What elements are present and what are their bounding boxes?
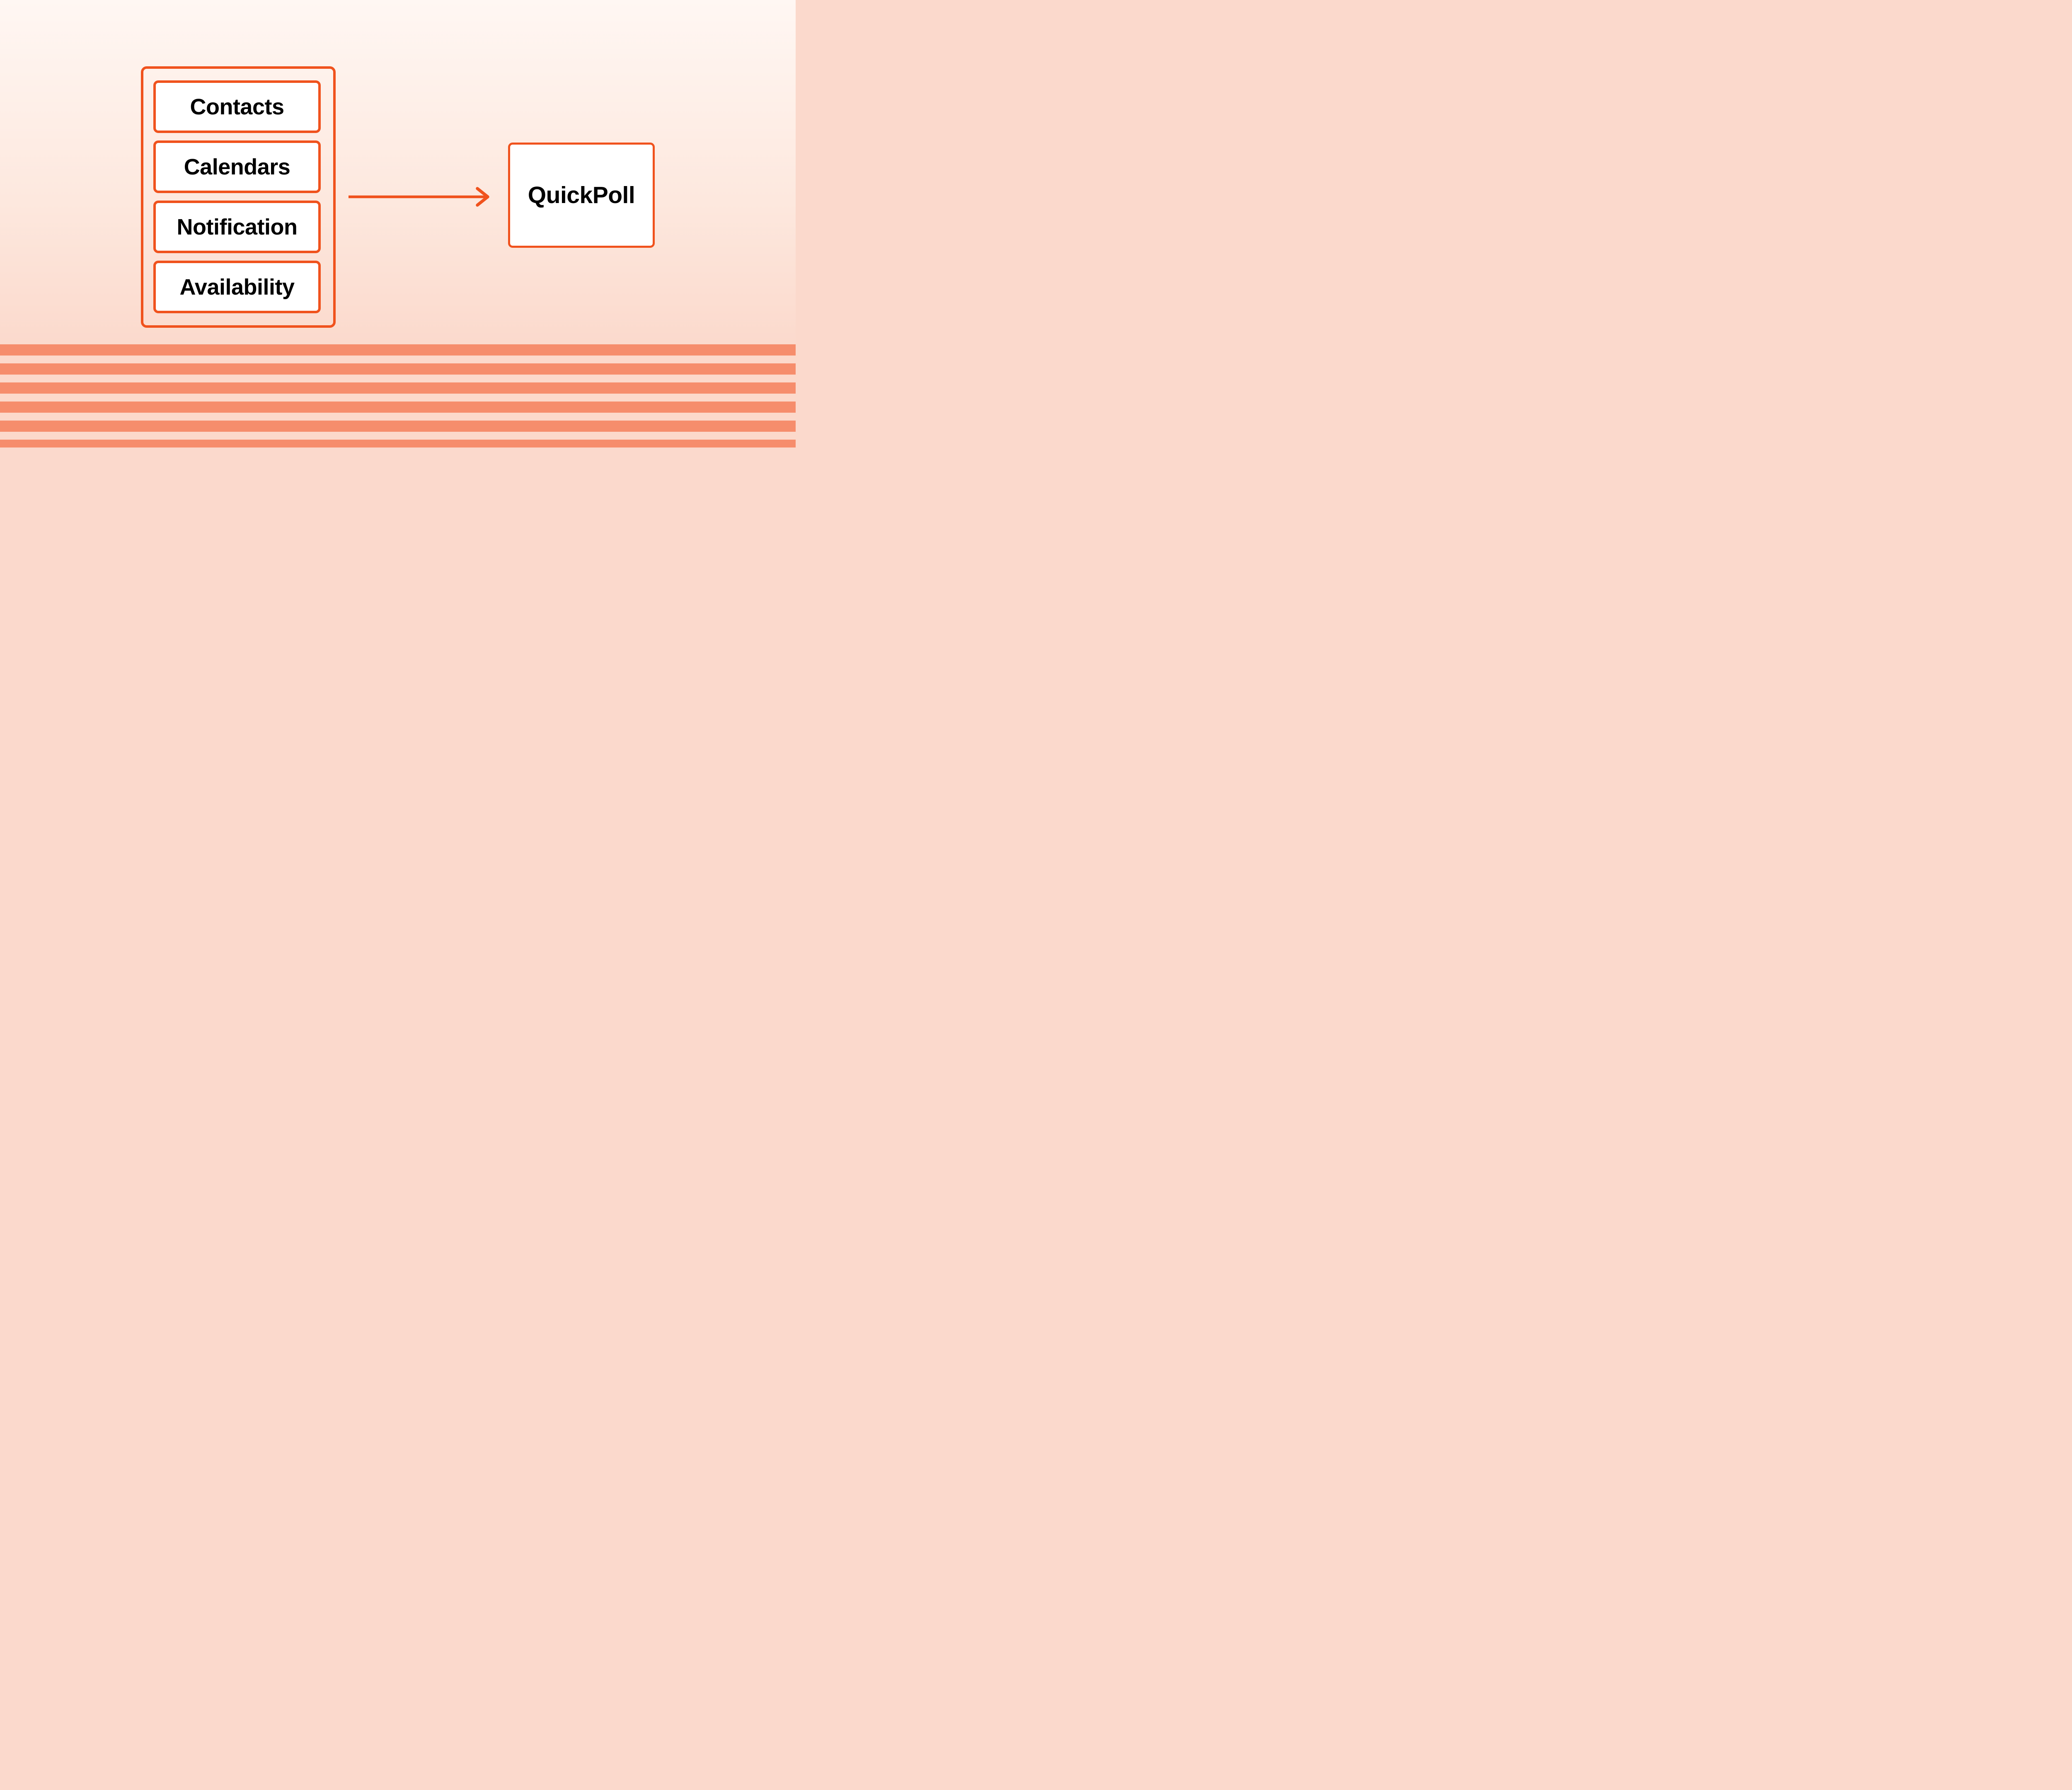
module-box-contacts: Contacts [153, 80, 321, 133]
diagram-canvas: Contacts Calendars Notification Availabi… [0, 0, 796, 448]
target-label-quickpoll: QuickPoll [528, 181, 635, 208]
module-box-notification: Notification [153, 201, 321, 253]
module-label-contacts: Contacts [190, 94, 284, 119]
module-label-calendars: Calendars [184, 154, 290, 179]
arrow-right-icon [349, 187, 489, 207]
module-box-calendars: Calendars [153, 140, 321, 193]
module-box-availability: Availability [153, 261, 321, 313]
modules-group: Contacts Calendars Notification Availabi… [141, 66, 336, 328]
module-label-notification: Notification [177, 214, 298, 239]
striped-footer [0, 344, 796, 448]
target-box-quickpoll: QuickPoll [508, 143, 655, 248]
module-label-availability: Availability [179, 274, 295, 300]
